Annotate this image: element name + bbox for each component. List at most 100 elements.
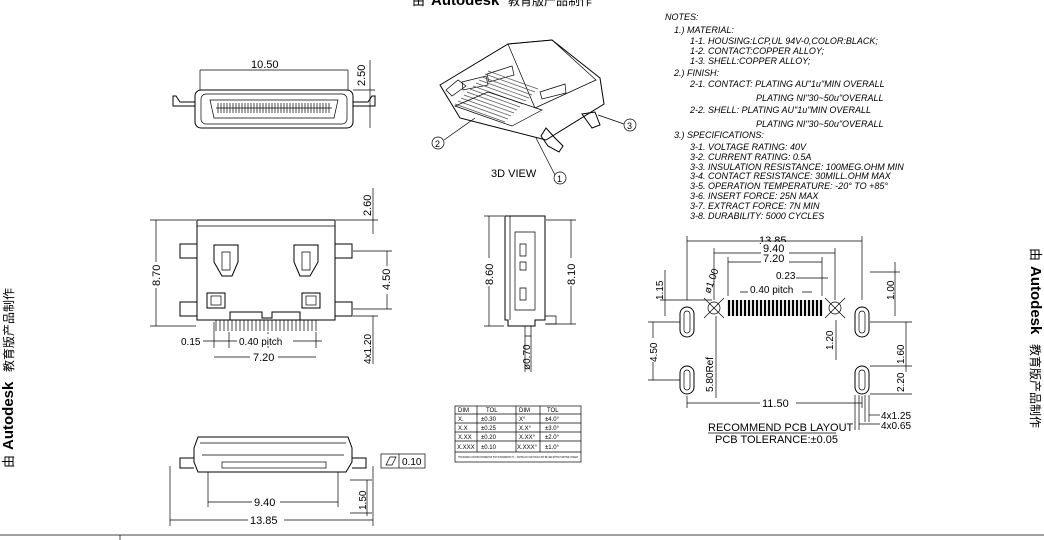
- front-view-pitch-dim: 0.40 pitch: [239, 337, 282, 348]
- watermark-prefix: 由: [2, 455, 17, 468]
- note-line: 3-7. EXTRACT FORCE: 7N MIN: [690, 201, 820, 211]
- tol-cell: X.XXX: [457, 445, 475, 451]
- watermark-left: 由 Autodesk 教育版产品制作: [0, 288, 17, 468]
- top-view-width-dim: 10.50: [251, 59, 279, 71]
- flatness-icon: [385, 456, 397, 466]
- tol-cell: X.: [458, 417, 464, 423]
- side-view-pin-dim: ø0.70: [522, 344, 533, 370]
- callout-1-label: 1: [557, 174, 562, 184]
- tol-header-dim-2: DIM: [519, 408, 530, 414]
- bottom-view-height-dim: 1.50: [358, 490, 369, 510]
- pcb-dim-580: 5.80Ref: [705, 357, 716, 392]
- front-view: 8.70 2.60 4.50 4x1.20 0.15 0.40 pitch 7.…: [149, 188, 394, 364]
- tol-cell: X.XX°: [519, 435, 536, 441]
- pcb-slot: [854, 306, 870, 338]
- bottom-view: 0.10 9.40 13.85 1.50: [169, 436, 426, 527]
- note-line: 1.) MATERIAL:: [674, 25, 734, 35]
- watermark-prefix: 由: [412, 0, 425, 9]
- pcb-pads: [727, 300, 823, 316]
- tol-cell: ±0.10: [481, 445, 497, 451]
- tol-header-dim-1: DIM: [458, 408, 469, 414]
- front-view-pin-dim: 4x1.20: [363, 334, 374, 364]
- pcb-dim-120: 1.20: [825, 330, 836, 350]
- pcb-dim-160: 1.60: [896, 344, 907, 364]
- bottom-view-outer-dim: 13.85: [250, 515, 278, 527]
- pcb-hole-right: [828, 301, 842, 315]
- tol-cell: X.XX: [458, 435, 472, 441]
- pcb-layout-tolerance: PCB TOLERANCE:±0.05: [715, 434, 838, 446]
- watermark-brand: Autodesk: [431, 0, 500, 9]
- pcb-slot: [679, 306, 695, 338]
- note-line: 2-1. CONTACT: PLATING AU"1u"MIN OVERALL: [689, 79, 885, 89]
- tol-cell: X.X°: [519, 426, 532, 432]
- tol-cell: ±3.0°: [545, 426, 560, 432]
- watermark-right: 由 Autodesk 教育版产品制作: [1027, 248, 1044, 428]
- note-line: 3-1. VOLTAGE RATING: 40V: [690, 142, 807, 152]
- note-line: 3.) SPECIFICATIONS:: [674, 130, 764, 140]
- note-line: 2.) FINISH:: [673, 68, 720, 78]
- watermark-top: 由 Autodesk 教育版产品制作: [412, 0, 592, 9]
- pcb-hole-left: [707, 301, 721, 315]
- iso-view: 2 1 3 3D VIEW: [431, 39, 637, 185]
- note-line: 3-8. DURABILITY: 5000 CYCLES: [690, 211, 824, 221]
- pcb-dim-125: 4x1.25: [881, 411, 911, 422]
- pcb-dim-220: 2.20: [896, 372, 907, 392]
- side-view-left-dim: 8.60: [484, 264, 496, 285]
- iso-view-caption: 3D VIEW: [491, 168, 537, 180]
- note-line: 3-3. INSULATION RESISTANCE: 100MEG.OHM M…: [690, 162, 904, 172]
- front-view-pins: [215, 320, 317, 331]
- pcb-dim-1150: 11.50: [762, 398, 789, 410]
- watermark-suffix: 教育版产品制作: [1028, 344, 1043, 428]
- tol-cell: ±4.0°: [545, 417, 560, 423]
- tol-cell: X.X: [458, 426, 468, 432]
- pcb-dim-065: 4x0.65: [881, 421, 911, 432]
- tol-cell: ±2.0°: [545, 435, 560, 441]
- tol-header-tol-2: TOL: [547, 408, 559, 414]
- tol-header-tol-1: TOL: [486, 408, 498, 414]
- note-line: 3-4. CONTACT RESISTANCE: 30MILL.OHM MAX: [690, 171, 892, 181]
- watermark-brand: Autodesk: [0, 381, 17, 450]
- notes: NOTES: 1.) MATERIAL: 1-1. HOUSING:LCP,UL…: [665, 12, 904, 221]
- note-line: 1-2. CONTACT:COPPER ALLOY;: [690, 46, 825, 56]
- callout-3-label: 3: [627, 121, 632, 131]
- pcb-dim-720: 7.20: [763, 253, 784, 265]
- callout-1: [553, 171, 567, 185]
- pcb-dim-940: 9.40: [763, 243, 784, 255]
- pcb-slot: [854, 365, 870, 395]
- front-view-span-dim: 7.20: [253, 352, 274, 364]
- top-view: 10.50 2.50: [172, 59, 376, 129]
- front-view-edge-dim: 0.15: [181, 337, 201, 348]
- flatness-box: [380, 453, 426, 469]
- watermark-brand: Autodesk: [1027, 266, 1044, 335]
- front-view-pin-span-dim: 4.50: [381, 269, 393, 290]
- tol-cell: X°: [519, 417, 526, 423]
- callout-3: [623, 118, 637, 132]
- top-view-contacts: [217, 103, 330, 113]
- front-view-width-dim: 8.70: [151, 265, 163, 286]
- tol-cell: ±0.25: [481, 426, 497, 432]
- side-view-right-dim: 8.10: [566, 264, 578, 285]
- note-line: 1-3. SHELL:COPPER ALLOY;: [690, 56, 811, 66]
- pcb-layout: 13.85 9.40 7.20 0.23 0.40 pitch ø1.00: [646, 235, 912, 446]
- flatness-value: 0.10: [402, 457, 422, 468]
- watermark-suffix: 教育版产品制作: [1, 288, 16, 372]
- notes-heading: NOTES:: [665, 12, 699, 22]
- watermark-suffix: 教育版产品制作: [508, 0, 592, 8]
- note-line: PLATING NI"30~50u"OVERALL: [756, 119, 884, 129]
- top-view-height-dim: 2.50: [356, 65, 368, 86]
- bottom-view-inner-dim: 9.40: [254, 497, 275, 509]
- pcb-dim-450: 4.50: [649, 342, 660, 362]
- callout-2-label: 2: [435, 139, 440, 149]
- pcb-dim-115: 1.15: [655, 280, 666, 300]
- tolerance-table: DIM TOL DIM TOL X. ±0.30 X° ±4.0° X.X ±0…: [454, 405, 582, 463]
- note-line: PLATING NI"30~50u"OVERALL: [756, 93, 884, 103]
- watermark-prefix: 由: [1027, 248, 1042, 261]
- tol-cell: ±0.30: [481, 417, 497, 423]
- callout-2: [431, 136, 445, 150]
- pcb-dim-100: 1.00: [886, 280, 897, 300]
- pcb-dim-023: 0.23: [776, 271, 796, 282]
- note-line: 1-1. HOUSING:LCP,UL 94V-0,COLOR:BLACK;: [690, 36, 878, 46]
- pcb-dim-hole: ø1.00: [702, 267, 721, 295]
- tol-cell: ±1.0°: [545, 445, 560, 451]
